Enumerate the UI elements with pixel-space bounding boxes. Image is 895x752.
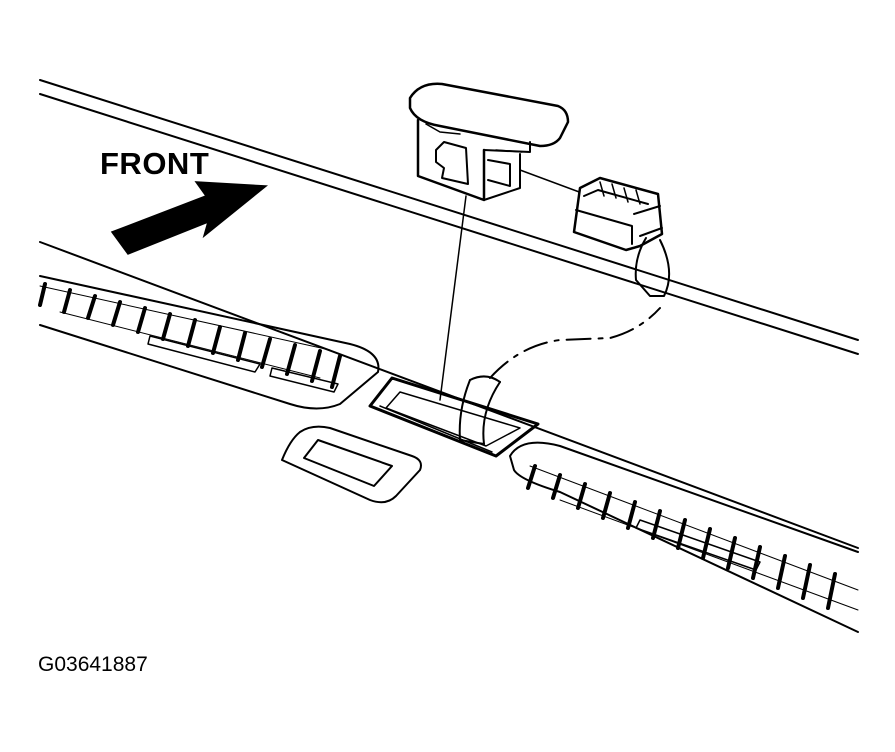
switch-mounting-hole	[368, 376, 540, 458]
sunroof-switch	[408, 82, 570, 202]
harness-route-dashed	[489, 307, 661, 379]
switch-connector	[572, 176, 664, 252]
right-trim-pad	[509, 441, 859, 633]
headliner-edge-lines	[39, 79, 859, 355]
left-trim-pad	[38, 275, 380, 410]
arrow-icon	[110, 181, 268, 255]
figure-code-label: G03641887	[38, 653, 148, 676]
switch-alignment-line	[439, 195, 467, 401]
wire-harness-lower	[458, 375, 501, 445]
wire-harness-upper	[634, 237, 671, 297]
front-direction-label: FRONT	[100, 146, 210, 181]
map-lamp-lens	[281, 425, 422, 504]
